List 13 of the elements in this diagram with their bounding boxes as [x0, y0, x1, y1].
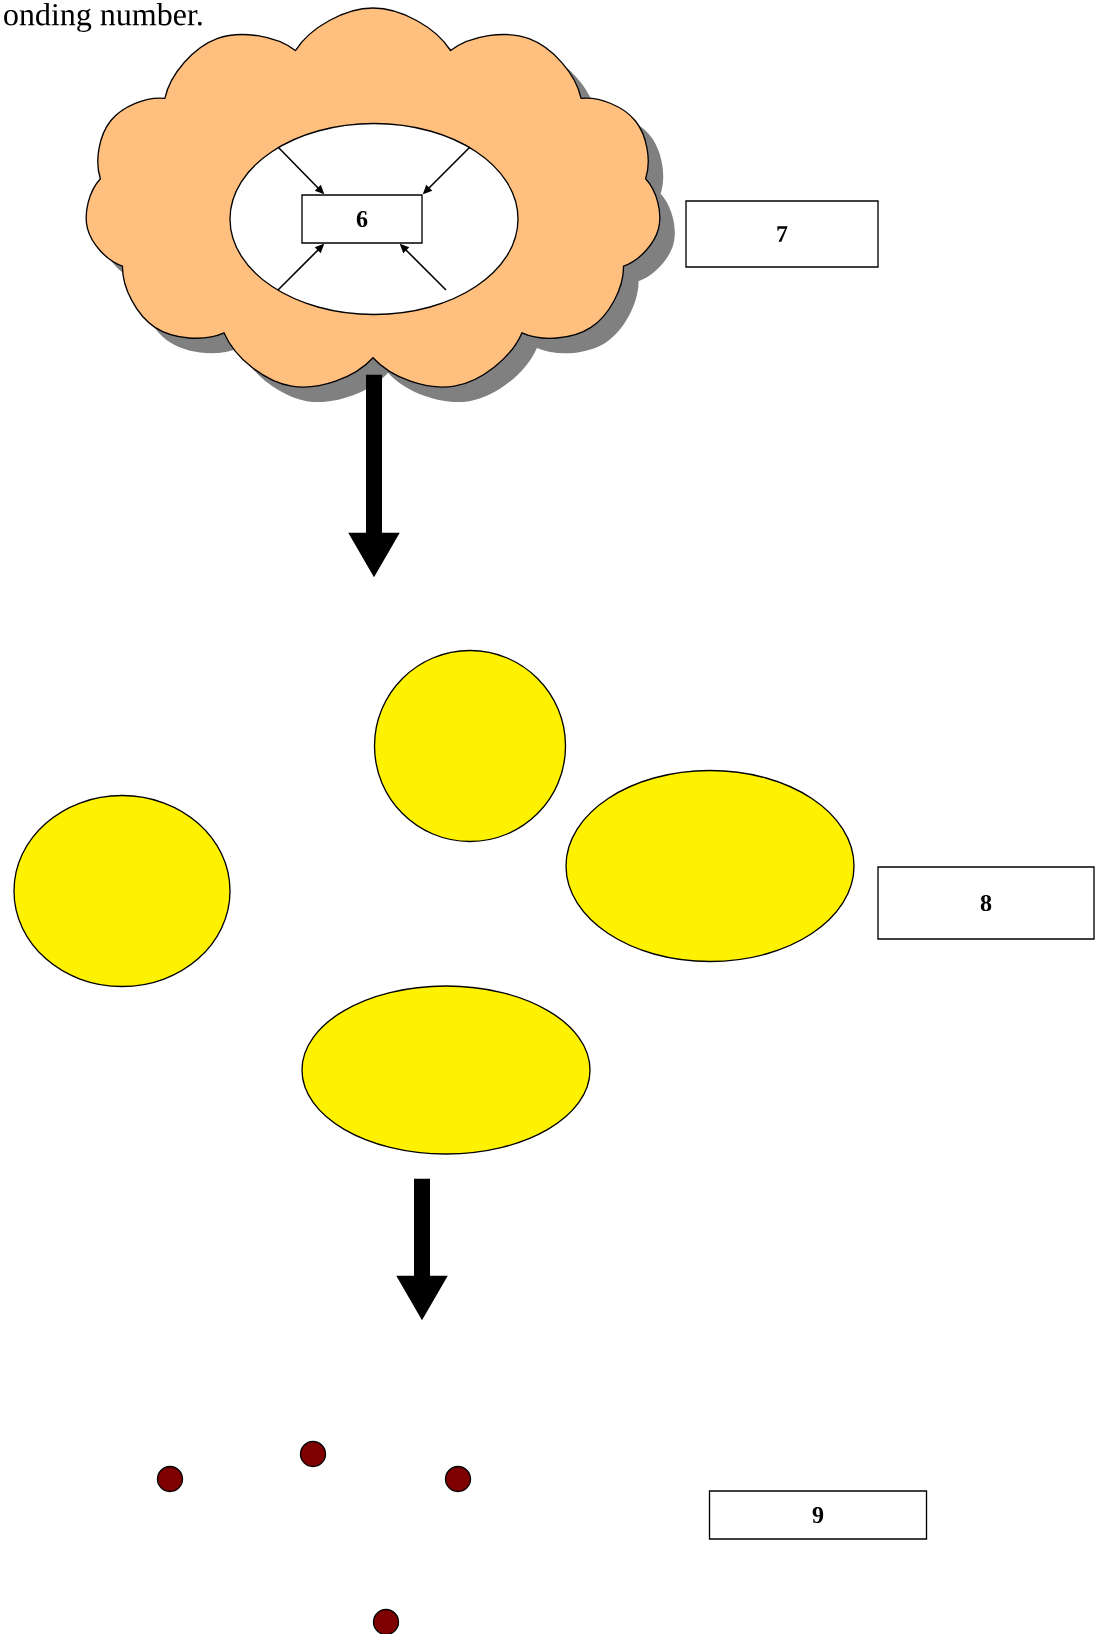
circle: [373, 649, 567, 843]
dot: [372, 1608, 400, 1634]
ellipse: [301, 985, 591, 1155]
dot: [156, 1465, 184, 1493]
ellipse: [13, 794, 231, 988]
instruction-text: onding number.: [4, 2, 202, 33]
number-box: 6: [301, 194, 423, 244]
ellipse: [565, 769, 855, 963]
dot: [444, 1465, 472, 1493]
number-box: 9: [708, 1490, 928, 1540]
dot: [299, 1440, 327, 1468]
number-box: 8: [877, 866, 1095, 940]
number-box: 7: [685, 200, 879, 268]
